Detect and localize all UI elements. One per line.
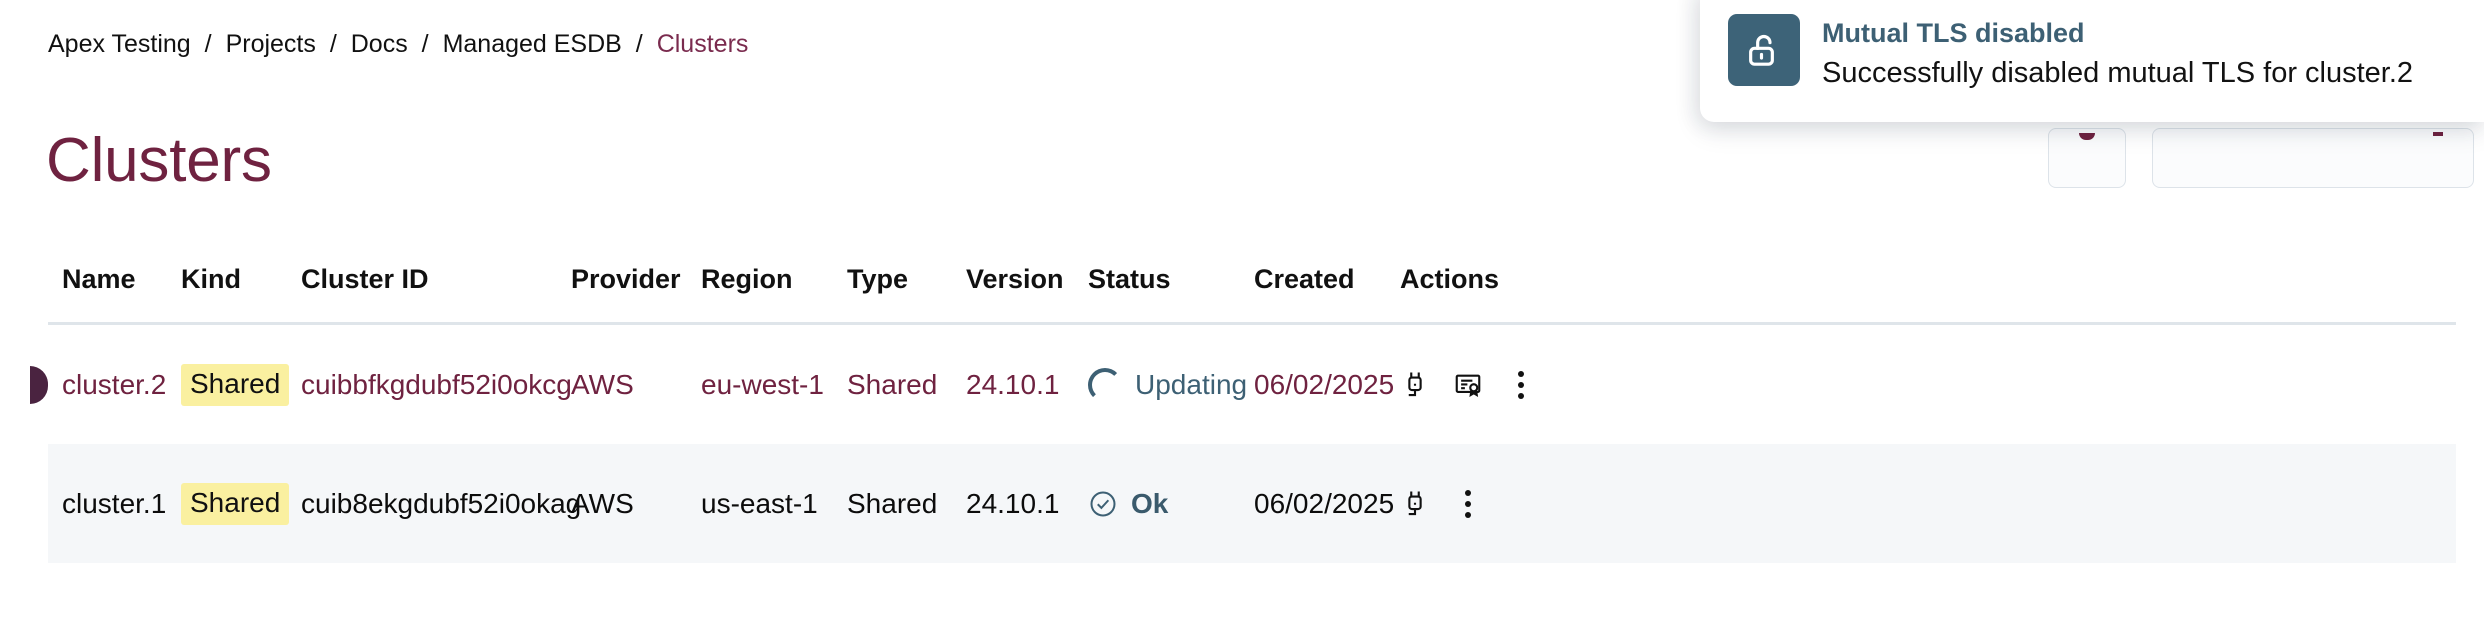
cell-kind: Shared — [181, 363, 301, 406]
status-label: Updating — [1135, 368, 1248, 400]
create-cluster-button[interactable] — [2152, 128, 2474, 188]
cell-name[interactable]: cluster.1 — [62, 487, 167, 519]
cell-actions — [1400, 370, 1530, 400]
toast-title: Mutual TLS disabled — [1822, 18, 2085, 48]
kind-badge: Shared — [181, 363, 290, 406]
plus-icon — [2433, 132, 2443, 136]
cell-type: Shared — [847, 368, 938, 400]
page-title: Clusters — [46, 125, 272, 195]
toast-notification[interactable]: Mutual TLS disabled Successfully disable… — [1700, 0, 2484, 123]
table-row[interactable]: cluster.2 Shared cuibbfkgdubf52i0okcg AW… — [30, 325, 2456, 444]
breadcrumb-item-managed-esdb[interactable]: Managed ESDB — [442, 30, 622, 58]
row-actions — [1400, 370, 1530, 400]
cell-cluster-id[interactable]: cuibbfkgdubf52i0okcg — [301, 368, 572, 400]
column-header-cluster-id[interactable]: Cluster ID — [301, 263, 429, 294]
cell-kind: Shared — [181, 482, 301, 525]
kebab-menu-icon[interactable] — [1453, 489, 1483, 519]
cell-type: Shared — [847, 487, 938, 519]
breadcrumb-item-apex-testing[interactable]: Apex Testing — [48, 30, 191, 58]
column-header-name[interactable]: Name — [62, 263, 136, 294]
certificate-icon[interactable] — [1453, 370, 1483, 400]
check-circle-icon — [1090, 491, 1116, 516]
cell-name[interactable]: cluster.2 — [62, 368, 167, 400]
breadcrumb-item-docs[interactable]: Docs — [350, 30, 408, 58]
column-header-actions: Actions — [1400, 263, 1500, 294]
column-header-version[interactable]: Version — [966, 263, 1064, 294]
status-label: Ok — [1131, 487, 1169, 519]
column-header-status[interactable]: Status — [1088, 263, 1171, 294]
status-badge: Ok — [1088, 488, 1242, 520]
cell-actions — [1400, 489, 1530, 519]
clusters-table: Name Kind Cluster ID Provider Region Typ… — [30, 236, 2456, 563]
toolbar — [2048, 128, 2474, 188]
column-header-kind[interactable]: Kind — [181, 263, 241, 294]
table-header-row: Name Kind Cluster ID Provider Region Typ… — [48, 236, 2456, 325]
breadcrumb-separator: / — [421, 30, 429, 58]
kind-badge: Shared — [181, 482, 290, 525]
column-header-type[interactable]: Type — [847, 263, 909, 294]
column-header-created[interactable]: Created — [1254, 263, 1355, 294]
refresh-button[interactable] — [2048, 128, 2126, 188]
breadcrumb-separator: / — [329, 30, 337, 58]
breadcrumb-item-clusters[interactable]: Clusters — [656, 30, 749, 58]
cell-version: 24.10.1 — [966, 368, 1060, 400]
toast-icon-container — [1728, 14, 1800, 86]
spinner-icon — [1088, 367, 1122, 402]
column-header-region[interactable]: Region — [701, 263, 793, 294]
row-actions — [1400, 489, 1530, 519]
cell-status: Ok — [1088, 488, 1254, 520]
plug-icon[interactable] — [1400, 489, 1430, 519]
unlock-icon — [1749, 34, 1774, 66]
kebab-menu-icon[interactable] — [1506, 370, 1536, 400]
breadcrumb-separator: / — [635, 30, 643, 58]
cell-cluster-id[interactable]: cuib8ekgdubf52i0okag — [301, 487, 582, 519]
cell-status: Updating — [1088, 367, 1254, 402]
cell-version: 24.10.1 — [966, 487, 1060, 519]
toast-body: Mutual TLS disabled Successfully disable… — [1822, 14, 2413, 92]
column-header-provider[interactable]: Provider — [571, 263, 681, 294]
refresh-icon — [2079, 132, 2095, 140]
cell-provider: AWS — [571, 487, 634, 519]
cell-region: eu-west-1 — [701, 368, 824, 400]
breadcrumb-item-projects[interactable]: Projects — [225, 30, 316, 58]
cell-created: 06/02/2025 — [1254, 368, 1395, 400]
toast-message: Successfully disabled mutual TLS for clu… — [1822, 57, 2414, 90]
status-badge: Updating — [1088, 367, 1247, 402]
cell-provider: AWS — [571, 368, 634, 400]
cell-created: 06/02/2025 — [1254, 487, 1395, 519]
table-row[interactable]: cluster.1 Shared cuib8ekgdubf52i0okag AW… — [48, 444, 2456, 563]
plug-icon[interactable] — [1400, 370, 1430, 400]
row-selected-indicator — [30, 365, 48, 404]
breadcrumb-separator: / — [204, 30, 212, 58]
breadcrumb: Apex Testing / Projects / Docs / Managed… — [48, 32, 748, 57]
cell-region: us-east-1 — [701, 487, 818, 519]
